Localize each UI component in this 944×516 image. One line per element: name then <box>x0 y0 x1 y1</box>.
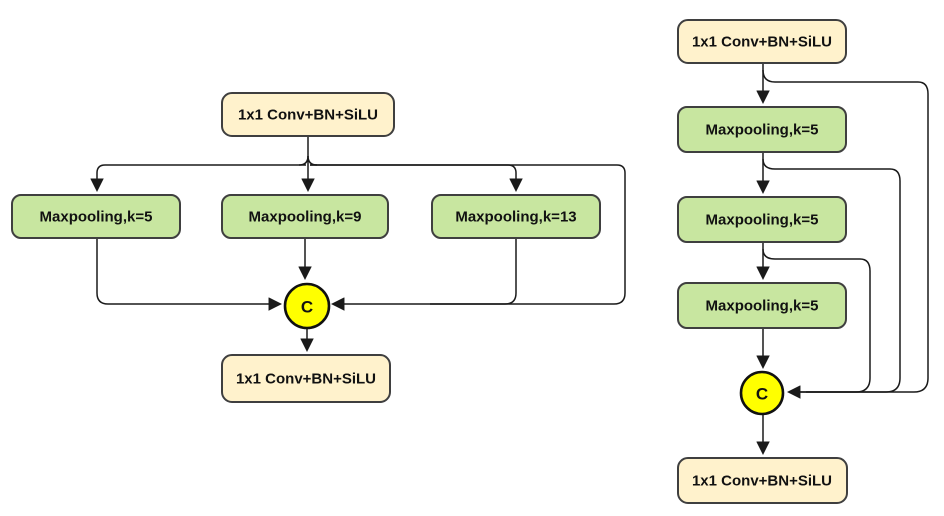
edge-fan-fillet-left <box>298 155 309 166</box>
edge-fan-fillet-right <box>307 155 318 166</box>
sppf-nodes: 1x1 Conv+BN+SiLU Maxpooling,k=5 Maxpooli… <box>677 19 848 504</box>
edge-skip-pool1-to-concat <box>762 158 901 393</box>
sppf-edges <box>756 63 929 456</box>
sppf-pool1-block <box>677 106 847 153</box>
spp-pool2-block <box>221 194 389 239</box>
sppf-concat-label: C <box>756 385 768 404</box>
edge-pool1-to-concat <box>96 238 283 311</box>
sppf-pool3-label: Maxpooling,k=5 <box>706 298 819 315</box>
spp-edges <box>90 136 626 353</box>
sppf-sequential-diagram: 1x1 Conv+BN+SiLU Maxpooling,k=5 Maxpooli… <box>677 19 929 504</box>
spp-pool1-block <box>11 194 181 239</box>
sppf-pool2-block <box>677 196 847 243</box>
sppf-conv-top-block <box>677 19 847 64</box>
sppf-pool1-label: Maxpooling,k=5 <box>706 122 819 139</box>
sppf-conv-bottom-label: 1x1 Conv+BN+SiLU <box>692 473 832 490</box>
edge-conv-to-pool3 <box>310 164 523 193</box>
spp-concat-node <box>283 282 331 330</box>
edge-skip-conv-to-concat <box>762 69 929 393</box>
sppf-conv-top-label: 1x1 Conv+BN+SiLU <box>692 34 832 51</box>
spp-pool2-label: Maxpooling,k=9 <box>249 209 362 226</box>
spp-pool1-label: Maxpooling,k=5 <box>40 209 153 226</box>
sppf-concat-node <box>739 370 785 416</box>
spp-conv-bottom-block <box>221 354 391 403</box>
spp-conv-top-label: 1x1 Conv+BN+SiLU <box>238 107 378 124</box>
edge-skip-pool2-to-concat <box>762 248 871 399</box>
edge-conv-to-pool1 <box>90 164 306 193</box>
edge-pool3-to-concat <box>430 238 517 305</box>
spp-conv-bottom-label: 1x1 Conv+BN+SiLU <box>236 371 376 388</box>
spp-pool3-block <box>431 194 601 239</box>
sppf-conv-bottom-block <box>677 457 848 504</box>
edge-skip-conv-to-concat <box>310 164 626 311</box>
sppf-pool3-block <box>677 282 847 329</box>
spp-nodes: 1x1 Conv+BN+SiLU Maxpooling,k=5 Maxpooli… <box>11 92 601 403</box>
sppf-pool2-label: Maxpooling,k=5 <box>706 212 819 229</box>
spp-parallel-diagram: 1x1 Conv+BN+SiLU Maxpooling,k=5 Maxpooli… <box>11 92 626 403</box>
spp-pool3-label: Maxpooling,k=13 <box>455 209 576 226</box>
spp-conv-top-block <box>221 92 395 137</box>
spp-concat-label: C <box>301 298 313 317</box>
